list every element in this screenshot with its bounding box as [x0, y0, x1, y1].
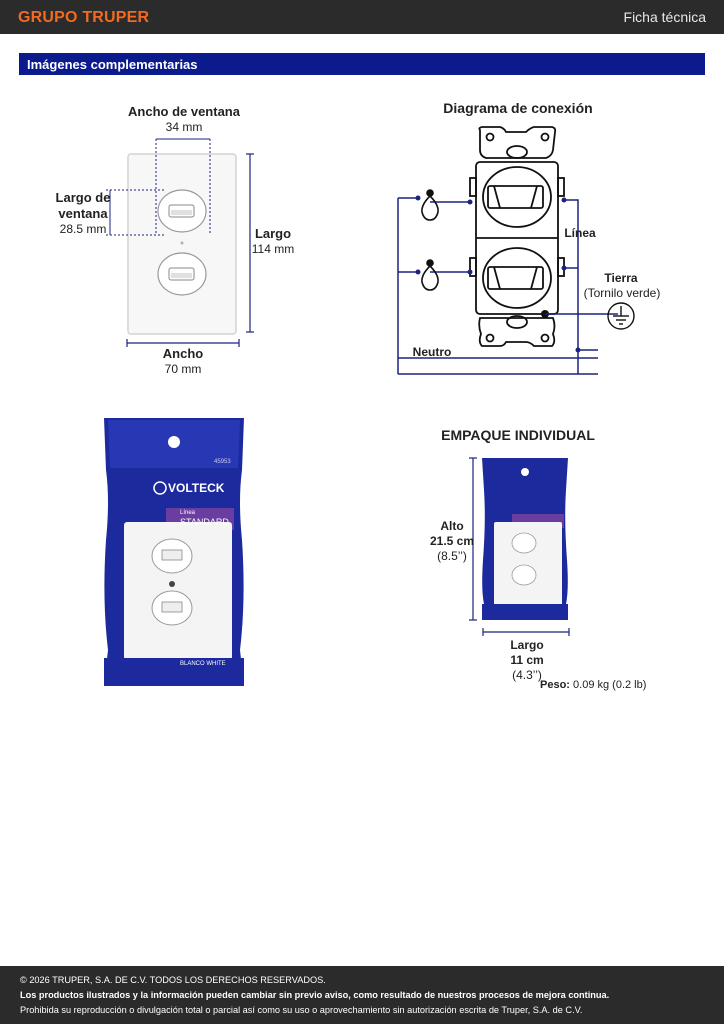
packaging-length-value: 11 cm [510, 653, 544, 667]
package-color: BLANCO WHITE [180, 661, 226, 667]
weight-label: Peso: [540, 679, 570, 691]
section-title: Imágenes complementarias [27, 57, 198, 72]
footer: © 2026 TRUPER, S.A. DE C.V. TODOS LOS DE… [0, 966, 724, 1024]
width-label: Ancho [162, 346, 204, 361]
packaging-length-inches: (4.3’’) [512, 668, 542, 682]
bulb-icon [421, 189, 439, 221]
packaging-height-value: 21.5 cm [429, 534, 475, 548]
length-value: 114 mm [251, 242, 295, 256]
ground-icon [607, 302, 635, 330]
top-bar: GRUPO TRUPER Ficha técnica [0, 0, 724, 34]
window-length-value: 28.5 mm [59, 222, 107, 236]
window-width-value: 34 mm [165, 120, 203, 134]
width-value: 70 mm [164, 362, 202, 376]
diagram-title: Diagrama de conexión [443, 100, 593, 116]
window-length-label-1: Largo de [55, 190, 111, 205]
packaging-height-label: Alto [440, 519, 464, 533]
brand-logo: GRUPO TRUPER [18, 9, 150, 26]
package-brand: VOLTECK [168, 481, 225, 495]
package-line-small: Línea [180, 510, 196, 516]
packaging-length-label: Largo [510, 638, 544, 652]
bulb-icon [421, 259, 439, 291]
packaging-title: EMPAQUE INDIVIDUAL [441, 427, 595, 443]
section-header: Imágenes complementarias [19, 53, 705, 75]
length-label: Largo [254, 226, 292, 241]
footer-notice: Los productos ilustrados y la informació… [20, 990, 610, 1000]
packaging-height-inches: (8.5’’) [437, 549, 467, 563]
weight-value: 0.09 kg (0.2 lb) [573, 679, 647, 691]
ground-label: Tierra [604, 271, 638, 285]
window-length-label-2: ventana [58, 206, 108, 221]
sheet-title: Ficha técnica [623, 9, 706, 25]
package-line-name: STANDARD [180, 517, 229, 527]
packaging-weight: Peso: 0.09 kg (0.2 lb) [540, 679, 680, 692]
window-width-label: Ancho de ventana [128, 104, 240, 119]
package-code: 45953 [214, 459, 231, 465]
line-label: Línea [564, 226, 596, 240]
ground-note: (Tornilo verde) [583, 286, 661, 300]
neutral-label: Neutro [412, 345, 452, 359]
footer-legal: Prohibida su reproducción o divulgación … [20, 1005, 583, 1015]
footer-copyright: © 2026 TRUPER, S.A. DE C.V. TODOS LOS DE… [20, 975, 326, 985]
